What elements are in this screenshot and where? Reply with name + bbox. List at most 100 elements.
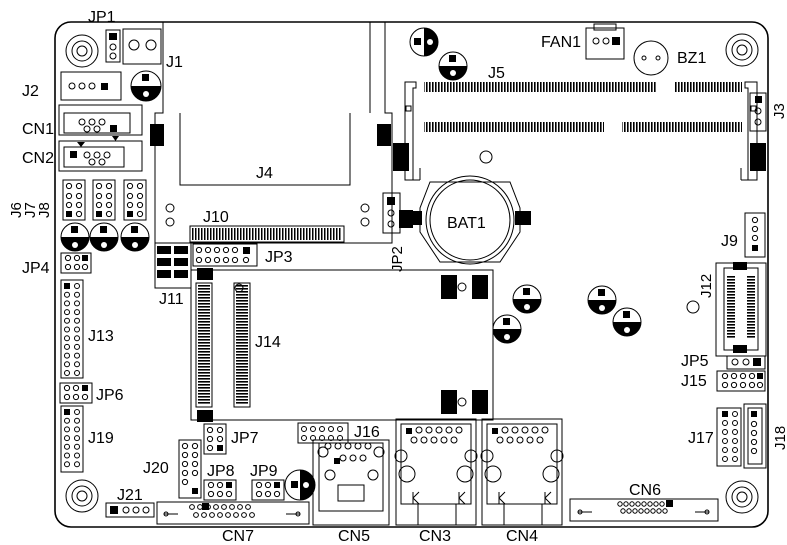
label-j21: J21: [117, 487, 143, 504]
pin: [732, 456, 738, 462]
pin: [620, 508, 626, 514]
jumper-jp9: [251, 479, 285, 501]
pin: [231, 256, 239, 264]
pin: [732, 438, 738, 444]
pin: [722, 456, 728, 462]
slot-j14: [190, 268, 494, 422]
header-j16-pins: [301, 426, 343, 441]
header-j13: [60, 279, 84, 379]
pin: [364, 442, 372, 450]
pin: [310, 426, 316, 432]
pin: [204, 256, 212, 264]
pin: [64, 361, 70, 368]
pin: [222, 246, 230, 254]
pin: [231, 246, 239, 254]
pin: [74, 461, 80, 468]
pin: [201, 512, 207, 518]
pin: [632, 508, 638, 514]
capacitor-c5: [284, 469, 316, 501]
pin: [64, 317, 70, 324]
pin: [501, 426, 509, 434]
label-cn2: CN2: [22, 150, 54, 167]
pin: [526, 436, 534, 444]
pin: [659, 501, 665, 507]
pin: [193, 512, 199, 518]
pin: [64, 352, 70, 359]
mounting-hole-top-left: [65, 34, 99, 68]
pin: [205, 504, 211, 510]
pin: [237, 504, 243, 510]
label-cn5: CN5: [338, 528, 370, 545]
pin: [217, 512, 223, 518]
pin: [531, 426, 539, 434]
label-j17: J17: [688, 430, 714, 447]
connector-cn1: [58, 104, 143, 141]
label-j16: J16: [354, 424, 380, 441]
label-j4: J4: [256, 165, 273, 182]
pin: [74, 317, 80, 324]
label-jp7: JP7: [231, 430, 259, 447]
pin: [516, 436, 524, 444]
pin: [64, 326, 70, 333]
pin: [656, 508, 662, 514]
label-j12: J12: [698, 274, 715, 298]
pin: [653, 501, 659, 507]
pin: [209, 512, 215, 518]
pin: [732, 420, 738, 426]
label-j18: J18: [772, 426, 787, 450]
jumper-jp6: [59, 382, 93, 404]
pin: [541, 426, 549, 434]
header-jp3-pins: [195, 246, 250, 264]
label-jp8: JP8: [207, 463, 235, 480]
label-j19: J19: [88, 430, 114, 447]
pin: [732, 447, 738, 453]
label-j15: J15: [681, 373, 707, 390]
pin: [496, 436, 504, 444]
pin: [440, 436, 448, 444]
header-j21: [105, 502, 155, 518]
pin: [245, 504, 251, 510]
label-jp2: JP2: [389, 246, 406, 272]
pin: [722, 438, 728, 444]
pin: [629, 501, 635, 507]
mounting-hole-top-right: [725, 33, 759, 67]
capacitor-c10: [587, 285, 617, 315]
pin: [204, 246, 212, 254]
pin: [328, 426, 334, 432]
pin: [229, 504, 235, 510]
pin: [74, 283, 80, 289]
pin: [732, 429, 738, 435]
pin: [349, 454, 357, 462]
capacitor-c2: [60, 222, 90, 252]
label-j14: J14: [255, 334, 281, 351]
header-j20: [178, 439, 202, 499]
pin: [359, 454, 367, 462]
pin: [410, 436, 418, 444]
label-jp5: JP5: [681, 353, 709, 370]
capacitor-c8: [512, 284, 542, 314]
capacitor-c3: [89, 222, 119, 252]
pin: [64, 426, 70, 433]
connector-cn7-pins: [189, 504, 255, 518]
label-j6: J6: [8, 202, 25, 218]
jumper-jp1: [105, 29, 121, 63]
label-cn1: CN1: [22, 121, 54, 138]
pin: [197, 504, 203, 510]
capacitor-c9: [492, 314, 522, 344]
pin: [64, 452, 70, 459]
pin: [74, 452, 80, 459]
label-jp1: JP1: [88, 9, 116, 26]
label-bat1: BAT1: [447, 215, 486, 232]
label-j7: J7: [22, 202, 39, 218]
pin: [74, 417, 80, 424]
connector-cn4: [480, 418, 564, 526]
pin: [195, 246, 203, 254]
connector-fan1: [585, 23, 625, 60]
pin: [74, 370, 80, 376]
pin: [635, 501, 641, 507]
label-jp9: JP9: [250, 463, 278, 480]
header-jp3: [192, 243, 258, 267]
label-j2: J2: [22, 83, 39, 100]
capacitor-c11: [612, 307, 642, 337]
